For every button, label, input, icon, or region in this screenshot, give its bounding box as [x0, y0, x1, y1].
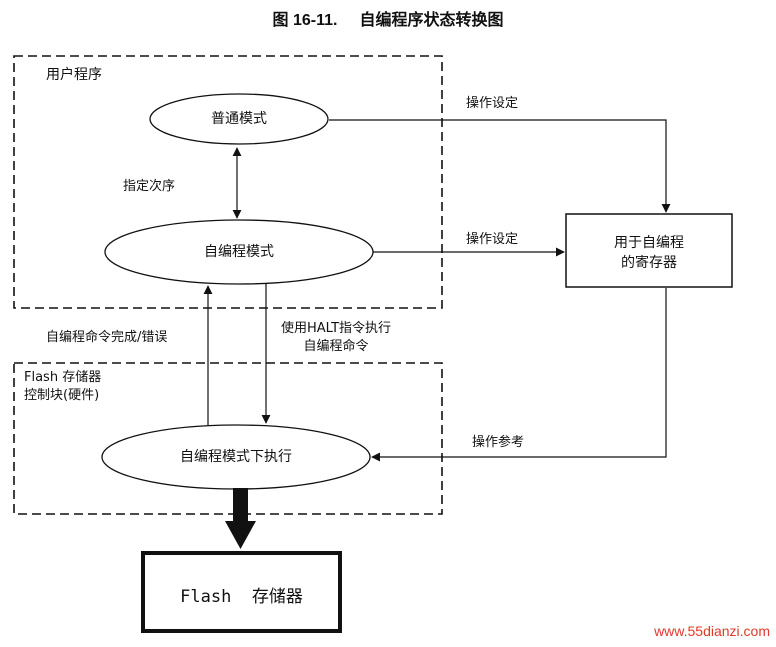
self-programming-execution-label: 自编程模式下执行: [180, 449, 292, 465]
op-set-label-1: 操作设定: [466, 96, 519, 111]
op-ref-label: 操作参考: [472, 435, 525, 450]
op-set-label-2: 操作设定: [466, 232, 519, 247]
halt-label-line1: 使用HALT指令执行: [280, 321, 392, 336]
thick-arrow-head: [225, 521, 256, 549]
completion-label: 自编程命令完成/错误: [46, 330, 168, 345]
register-label-line1: 用于自编程: [614, 235, 684, 251]
user-program-label: 用户程序: [46, 67, 102, 83]
flash-control-group: [13, 362, 443, 515]
normal-mode-label: 普通模式: [211, 111, 267, 127]
op-ref-arrow: [371, 288, 667, 462]
self-programming-mode-label: 自编程模式: [204, 244, 274, 260]
flash-control-label-line1: Flash 存储器: [24, 370, 102, 385]
specify-order-label: 指定次序: [123, 179, 176, 194]
register-label-line2: 的寄存器: [621, 255, 677, 271]
register-node: [565, 213, 733, 288]
flash-memory-node: [141, 551, 342, 633]
flash-control-label-line2: 控制块(硬件): [24, 388, 100, 403]
watermark: www.55dianzi.com: [654, 623, 770, 639]
figure-caption: 自编程序状态转换图: [359, 12, 504, 29]
figure-title: 图 16-11. 自编程序状态转换图: [0, 6, 776, 30]
figure-number: 图 16-11.: [272, 12, 338, 29]
halt-label-line2: 自编程命令: [303, 339, 369, 354]
thick-arrow-shaft: [233, 488, 248, 522]
user-program-group: [13, 55, 443, 309]
op-set-arrow-1: [329, 119, 671, 213]
normal-mode-node: [149, 93, 329, 145]
flash-memory-label: Flash 存储器: [180, 587, 303, 607]
